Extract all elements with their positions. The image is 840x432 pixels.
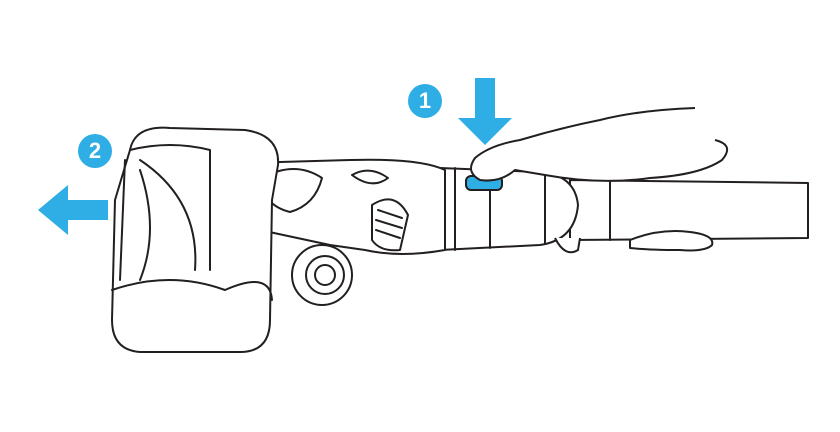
down-arrow-icon — [458, 78, 512, 145]
step-1-badge: 1 — [408, 84, 442, 118]
step-2-badge: 2 — [78, 134, 112, 168]
hand — [470, 107, 729, 252]
floor-head — [111, 126, 280, 353]
left-arrow-icon — [38, 185, 108, 235]
connector-collar — [439, 167, 581, 254]
wheel — [291, 244, 353, 306]
